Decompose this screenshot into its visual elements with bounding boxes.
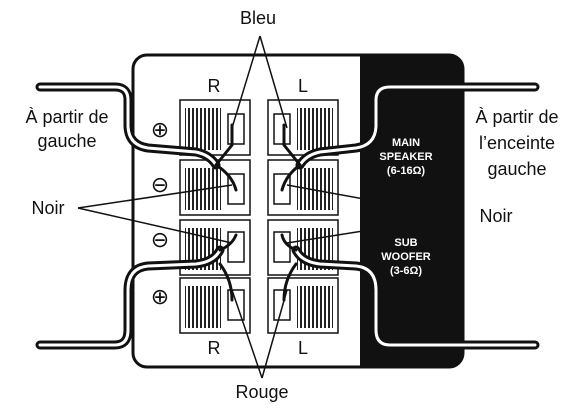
- sub-label-line2: WOOFER: [381, 251, 431, 263]
- sub-label-line1: SUB: [394, 237, 417, 249]
- wire-left-lower: [35, 233, 238, 350]
- label-from-right-line1: À partir de: [475, 107, 558, 127]
- col-label-l-bottom: L: [298, 338, 308, 358]
- wire-right-upper: [280, 82, 540, 192]
- polarity-plus-bottom: ⊕: [151, 284, 169, 309]
- col-label-r-bottom: R: [208, 338, 221, 358]
- label-from-left-line1: À partir de: [25, 107, 108, 127]
- sub-woofer-label: SUB WOOFER (3-6Ω): [381, 237, 431, 277]
- wire-left-upper: [35, 82, 238, 192]
- main-label-line3: (6-16Ω): [387, 165, 425, 177]
- label-from-left-line2: gauche: [37, 131, 96, 151]
- polarity-minus-lower: ⊖: [151, 227, 169, 252]
- polarity-minus-upper: ⊖: [151, 172, 169, 197]
- label-noir-left: Noir: [31, 198, 64, 218]
- label-from-right-line3: gauche: [487, 159, 546, 179]
- label-from-right-line2: l’enceinte: [479, 133, 555, 153]
- main-label-line1: MAIN: [392, 137, 420, 149]
- label-panel: [360, 55, 463, 367]
- label-rouge: Rouge: [235, 382, 288, 402]
- main-label-line2: SPEAKER: [379, 151, 432, 163]
- label-bleu: Bleu: [240, 8, 276, 28]
- main-speaker-label: MAIN SPEAKER (6-16Ω): [379, 137, 432, 177]
- label-noir-right: Noir: [479, 206, 512, 226]
- callout-lines: [77, 35, 459, 379]
- sub-label-line3: (3-6Ω): [390, 265, 422, 277]
- polarity-plus-top: ⊕: [151, 117, 169, 142]
- wire-right-lower: [280, 233, 540, 350]
- col-label-l-top: L: [298, 76, 308, 96]
- col-label-r-top: R: [208, 76, 221, 96]
